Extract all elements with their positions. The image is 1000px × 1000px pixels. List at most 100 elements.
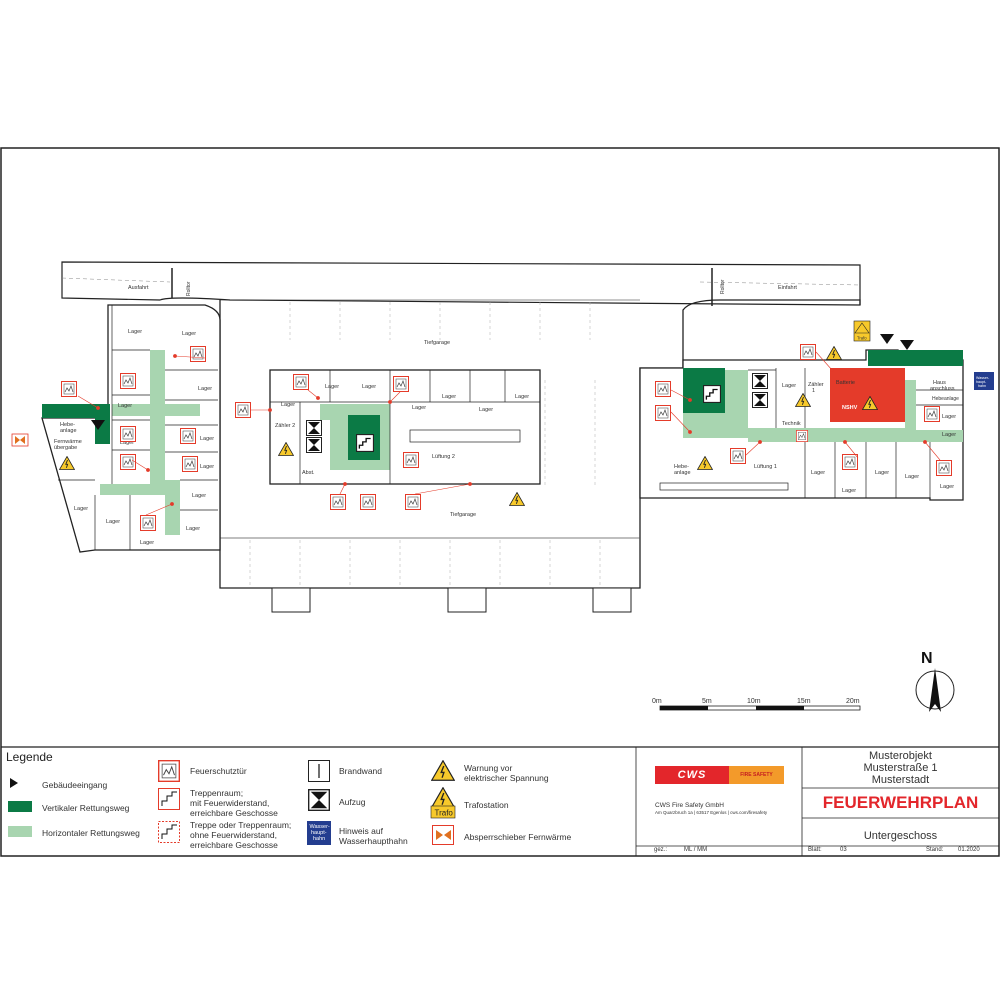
label-lager: Lager	[106, 519, 120, 525]
fire-door-icon	[360, 494, 376, 510]
scale-label: 15m	[797, 698, 811, 705]
middle-building-labels: Lager Lager Lager Lager Lager Lager Lage…	[275, 384, 529, 476]
label-lager: Lager	[875, 470, 889, 476]
label-lager: Lager	[192, 493, 206, 499]
label-lager: Lager	[325, 384, 339, 390]
legend-symbols: Wasser-haupt-hahn Trafo	[8, 760, 456, 845]
plan-title: FEUERWEHRPLAN	[822, 793, 979, 812]
scale-label: 0m	[652, 698, 662, 705]
blatt-value: 03	[840, 847, 847, 853]
legend-feuerschutztuer: Feuerschutztür	[190, 766, 247, 776]
gez-label: gez.:	[654, 847, 668, 853]
legend-aufzug: Aufzug	[339, 797, 366, 807]
legend-vertikal: Vertikaler Rettungsweg	[42, 803, 130, 813]
left-building-labels: Lager Lager Lager Lager Lager Lager Lage…	[54, 329, 214, 546]
legend-absperrschieber: Absperrschieber Fernwärme	[464, 832, 572, 842]
north-arrow: N	[915, 650, 955, 712]
building-entrance-icon	[91, 420, 105, 430]
fire-door-icon	[158, 760, 180, 782]
label-abst: Abst.	[302, 470, 315, 476]
scale-label: 10m	[747, 698, 761, 705]
legend-trafo-symbol: Trafo	[435, 809, 454, 818]
scale-label: 20m	[846, 698, 860, 705]
fire-door-icon	[800, 344, 816, 360]
building-entrance-icon	[900, 340, 914, 350]
fire-door-icon	[120, 426, 136, 442]
fire-door-icon	[182, 456, 198, 472]
fire-door-icon	[842, 454, 858, 470]
legend-wasserhahn: Hinweis auf Wasserhaupthahn	[339, 826, 408, 846]
label-lager: Lager	[198, 386, 212, 392]
label-lager: Lager	[479, 407, 493, 413]
label-rolltor-right: Rolltor	[720, 279, 726, 294]
legend-title: Legende	[6, 750, 53, 764]
legend-brandwand: Brandwand	[339, 766, 383, 776]
elevator-icon	[308, 789, 330, 811]
label-batterie: Batterie	[836, 380, 855, 386]
label-zaehler2: Zähler 2	[275, 423, 295, 429]
label-lager: Lager	[120, 440, 134, 446]
legend-trafostation: Trafostation	[464, 800, 509, 810]
fire-door-icon	[936, 460, 952, 476]
fire-door-icon	[140, 515, 156, 531]
fire-door-icon	[61, 381, 77, 397]
label-lager: Lager	[362, 384, 376, 390]
fire-door-icon	[120, 373, 136, 389]
gez-value: ML / MM	[684, 847, 708, 853]
scale-bar: 0m 5m 10m 15m 20m	[652, 698, 861, 711]
fire-door-icon	[730, 448, 746, 464]
trafo-icon	[430, 805, 456, 819]
label-lager: Lager	[186, 526, 200, 532]
elevator-icon	[752, 373, 768, 389]
label-technik: Technik	[782, 421, 801, 427]
plan-frame	[0, 147, 1000, 857]
north-label: N	[921, 650, 933, 667]
high-voltage-warning-icon	[826, 346, 842, 360]
label-lager: Lager	[905, 474, 919, 480]
fire-door-icon	[393, 376, 409, 392]
trafo-warning-icon	[431, 787, 455, 808]
logo-tagline: FIRE SAFETY	[729, 766, 784, 784]
label-lager: Lager	[811, 470, 825, 476]
label-lager: Lager	[515, 394, 529, 400]
water-main-icon	[307, 821, 331, 845]
legend-warnung: Warnung vor elektrischer Spannung	[464, 763, 549, 783]
label-lager: Lager	[118, 403, 132, 409]
legend-wasser-symbol: Wasser-haupt-hahn	[310, 824, 330, 842]
label-tiefgarage-bottom: Tiefgarage	[450, 512, 476, 518]
stairwell-icon	[703, 385, 721, 403]
fire-door-icon	[330, 494, 346, 510]
label-lager: Lager	[782, 383, 796, 389]
stand-value: 01.2020	[958, 847, 980, 853]
label-lueftung2: Lüftung 2	[432, 454, 455, 460]
scale-label: 5m	[702, 698, 712, 705]
label-lager: Lager	[281, 402, 295, 408]
fire-door-icon	[190, 346, 206, 362]
label-lager: Lager	[182, 331, 196, 337]
object-city: Musterstadt	[871, 774, 930, 786]
fire-door-icon	[924, 406, 940, 422]
fire-door-icon	[180, 428, 196, 444]
fire-door-icon	[293, 374, 309, 390]
fire-door-icon	[120, 454, 136, 470]
label-lager: Lager	[200, 436, 214, 442]
building-entrance-icon	[880, 334, 894, 344]
object-name: Musterobjekt	[869, 750, 932, 762]
elevator-icon	[306, 420, 322, 436]
ramp-ausfahrt	[61, 261, 861, 306]
fire-door-icon	[796, 430, 808, 442]
water-main-icon	[974, 372, 994, 390]
label-lager: Lager	[200, 464, 214, 470]
label-wasser-tag: Wasser-haupt-hahn	[976, 376, 990, 388]
label-lager: Lager	[940, 484, 954, 490]
legend-treppe-ohne: Treppe oder Treppenraum; ohne Feuerwider…	[190, 820, 292, 850]
fire-door-icon	[405, 494, 421, 510]
legend-gebaeudeeingang: Gebäudeeingang	[42, 780, 108, 790]
label-nshv: NSHV	[842, 405, 858, 411]
floor-name: Untergeschoss	[863, 830, 938, 842]
